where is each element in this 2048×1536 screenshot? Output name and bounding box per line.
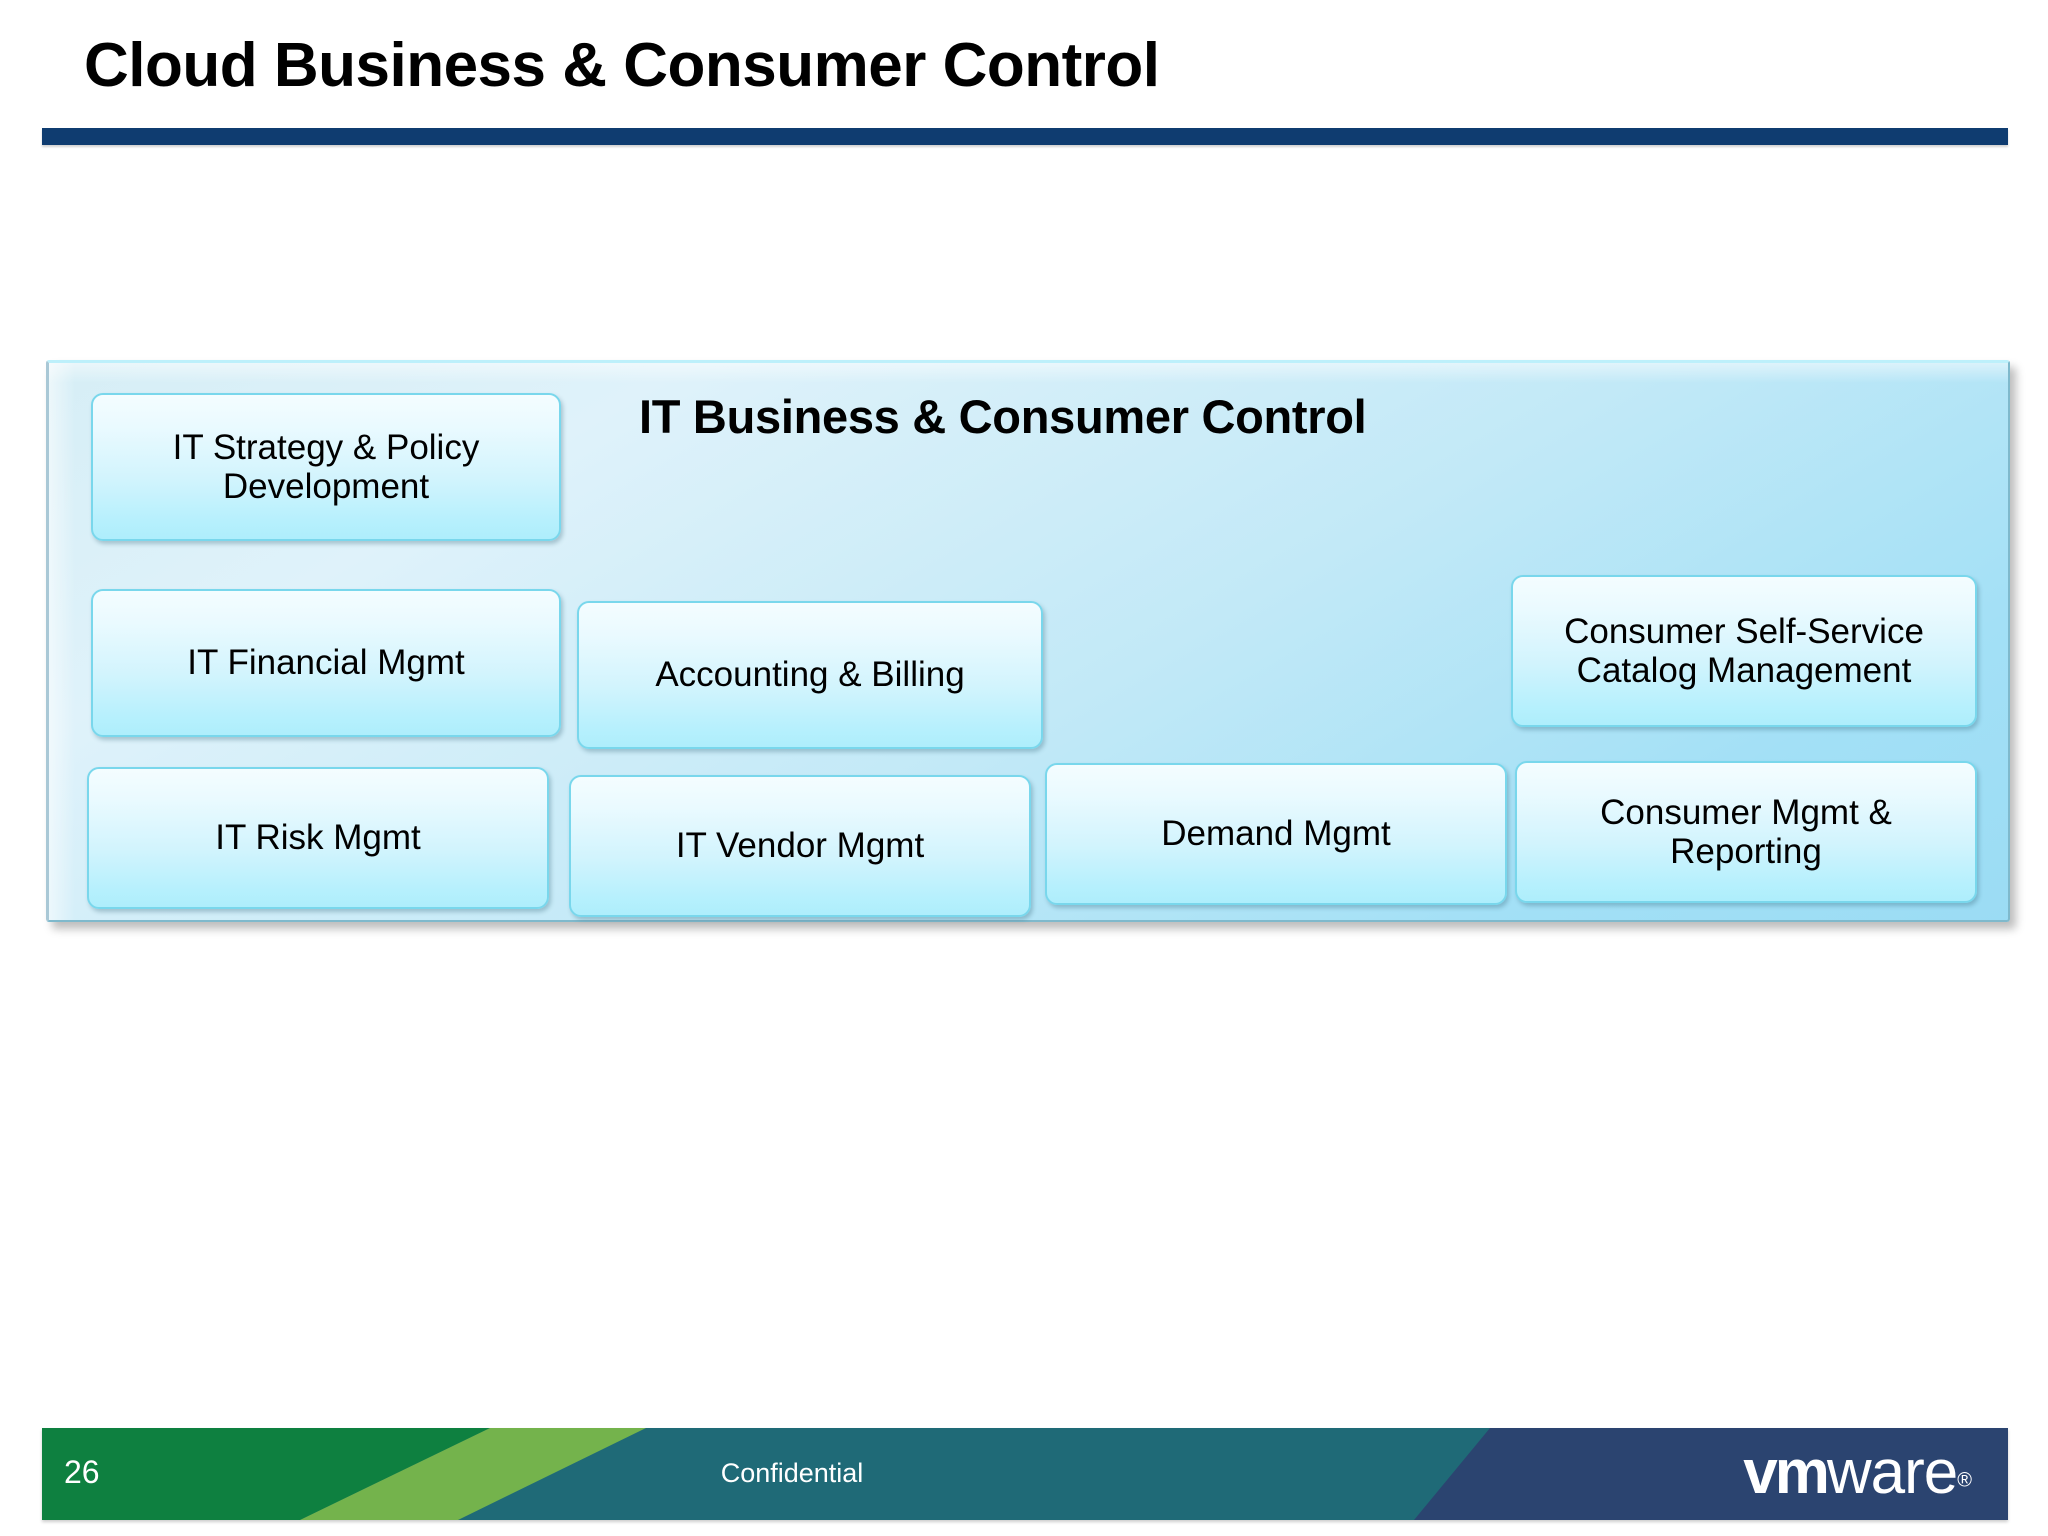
diagram-heading: IT Business & Consumer Control (639, 390, 1367, 443)
node-it-vendor-mgmt[interactable]: IT Vendor Mgmt (569, 775, 1031, 917)
vmware-logo-regular-text: ware (1826, 1438, 1958, 1507)
node-it-risk-mgmt[interactable]: IT Risk Mgmt (87, 767, 549, 909)
node-label: Demand Mgmt (1161, 814, 1391, 854)
slide-footer: 26 Confidential vmware® (42, 1428, 2008, 1520)
node-it-financial-mgmt[interactable]: IT Financial Mgmt (91, 589, 561, 737)
node-label: IT Strategy & Policy Development (172, 427, 480, 506)
vmware-logo: vmware® (1743, 1442, 1972, 1504)
node-it-strategy-policy-development[interactable]: IT Strategy & Policy Development (91, 393, 561, 541)
node-label: IT Risk Mgmt (215, 818, 421, 858)
diagram-container: IT Business & Consumer Control IT Strate… (46, 360, 2010, 922)
node-label: IT Financial Mgmt (187, 643, 465, 683)
node-label: Consumer Self-Service Catalog Management (1564, 611, 1924, 690)
node-label: IT Vendor Mgmt (675, 826, 925, 866)
node-label: Accounting & Billing (655, 655, 965, 695)
node-consumer-mgmt-reporting[interactable]: Consumer Mgmt & Reporting (1515, 761, 1977, 903)
node-demand-mgmt[interactable]: Demand Mgmt (1045, 763, 1507, 905)
node-consumer-self-service-catalog-management[interactable]: Consumer Self-Service Catalog Management (1511, 575, 1977, 727)
footer-background-shapes (42, 1428, 2008, 1520)
node-accounting-billing[interactable]: Accounting & Billing (577, 601, 1043, 749)
page-number: 26 (64, 1454, 100, 1490)
node-label: Consumer Mgmt & Reporting (1600, 792, 1892, 871)
page-title: Cloud Business & Consumer Control (84, 31, 1160, 100)
title-divider-rule (42, 128, 2008, 145)
confidential-label: Confidential (720, 1458, 864, 1488)
registered-trademark-icon: ® (1957, 1469, 1972, 1492)
vmware-logo-bold-text: vm (1743, 1438, 1830, 1507)
